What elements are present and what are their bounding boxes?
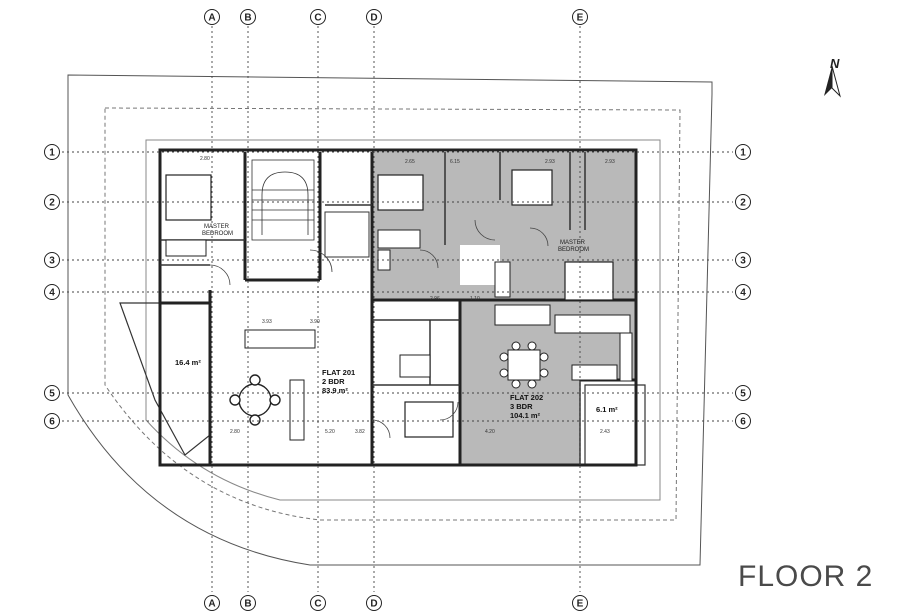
dimension-label: 2.80: [200, 156, 210, 162]
grid-label-C-top: C: [314, 13, 321, 24]
grid-bubble-4-left: [44, 284, 60, 300]
grid-label-A-bottom: A: [208, 599, 215, 610]
grid-bubble-2-left: [44, 194, 60, 210]
dimension-label: 2.65: [405, 159, 415, 165]
grid-bubble-6-right: [735, 413, 751, 429]
elevator: [324, 211, 370, 258]
grid-label-1-left: 1: [49, 148, 55, 159]
grid-label-B-top: B: [244, 13, 251, 24]
grid-label-E-bottom: E: [577, 599, 584, 610]
grid-bubble-1-right: [735, 144, 751, 160]
flat-202-bdr: 3 BDR: [510, 402, 533, 411]
grid-label-3-left: 3: [49, 256, 55, 267]
dimension-label: 2.43: [600, 429, 610, 435]
grid-bubble-B-top: [240, 9, 256, 25]
grid-label-4-left: 4: [49, 288, 55, 299]
grid-bubble-6-left: [44, 413, 60, 429]
grid-bubble-B-bottom: [240, 595, 256, 611]
flat-202-name: FLAT 202: [510, 393, 543, 402]
flat-201-bdr: 2 BDR: [322, 377, 345, 386]
staircase: [251, 159, 315, 241]
grid-bubble-1-left: [44, 144, 60, 160]
dimension-label: 6.15: [450, 159, 460, 165]
building-walls: [158, 148, 638, 467]
flat-201-area: 83.9 m²: [322, 386, 348, 395]
dimension-label: 3.82: [355, 429, 365, 435]
dining-table-right: [499, 341, 549, 389]
grid-label-E-top: E: [577, 13, 584, 24]
grid-bubble-A-bottom: [204, 595, 220, 611]
label-master-left-2: BEDROOM: [202, 231, 233, 237]
label-master-right-2: BEDROOM: [558, 247, 589, 253]
site-boundary: [67, 74, 713, 566]
terrace-left-area: 16.4 m²: [175, 358, 201, 367]
grid-label-3-right: 3: [740, 256, 746, 267]
grid-bubble-D-top: [366, 9, 382, 25]
room-labels: MASTER BEDROOM MASTER BEDROOM: [202, 224, 589, 253]
grid-bubble-3-right: [735, 252, 751, 268]
page-title: FLOOR 2: [738, 560, 874, 593]
grid-bubble-5-left: [44, 385, 60, 401]
grid-bubble-A-top: [204, 9, 220, 25]
terrace-right-area: 6.1 m²: [596, 405, 618, 414]
grid-label-B-bottom: B: [244, 599, 251, 610]
grid-label-C-bottom: C: [314, 599, 321, 610]
grid-bubble-C-top: [310, 9, 326, 25]
dimension-label: 2.93: [605, 159, 615, 165]
grid-label-6-left: 6: [49, 417, 55, 428]
beds: [165, 169, 614, 438]
grid-bubble-E-bottom: [572, 595, 588, 611]
grid-bubble-2-right: [735, 194, 751, 210]
grid-bubble-D-bottom: [366, 595, 382, 611]
furniture: [165, 229, 633, 441]
grid-lines: A A B B C C D D E E 1 1 2 2 3 3 4 4 5 5 6 6: [44, 9, 751, 611]
flat-201-name: FLAT 201: [322, 368, 355, 377]
north-arrow-icon: [812, 54, 852, 104]
door-swings: [209, 219, 549, 439]
grid-label-2-left: 2: [49, 198, 55, 209]
slab-outline: [145, 139, 661, 501]
dimension-label: 2.96: [430, 296, 440, 302]
dimension-label: 2.93: [545, 159, 555, 165]
grid-label-2-right: 2: [740, 198, 746, 209]
grid-label-D-top: D: [370, 13, 377, 24]
north-label: N: [830, 56, 840, 71]
grid-bubble-4-right: [735, 284, 751, 300]
dimension-label: 5.20: [325, 429, 335, 435]
grid-bubble-5-right: [735, 385, 751, 401]
label-master-left-1: MASTER: [204, 224, 230, 230]
dimension-label: 1.10: [470, 296, 480, 302]
dimension-label: 4.20: [485, 429, 495, 435]
dimension-label: 3.90: [310, 319, 320, 325]
grid-label-A-top: A: [208, 13, 215, 24]
grid-bubble-3-left: [44, 252, 60, 268]
area-labels: 16.4 m² 6.1 m² FLAT 201 2 BDR 83.9 m² FL…: [175, 358, 618, 420]
dimension-label: 3.93: [262, 319, 272, 325]
grid-label-1-right: 1: [740, 148, 746, 159]
grid-label-4-right: 4: [740, 288, 746, 299]
label-master-right-1: MASTER: [560, 240, 586, 246]
flat-202-area: 104.1 m²: [510, 411, 541, 420]
dimension-labels: 3.93 3.90 2.65 2.93 6.15 2.93 2.80 5.20 4.20 2.43…: [200, 156, 615, 435]
dimension-label: 2.80: [230, 429, 240, 435]
grid-label-5-left: 5: [49, 389, 55, 400]
grid-label-D-bottom: D: [370, 599, 377, 610]
grid-bubble-C-bottom: [310, 595, 326, 611]
grid-label-5-right: 5: [740, 389, 746, 400]
dining-table-left: [229, 374, 281, 426]
grid-label-6-right: 6: [740, 417, 746, 428]
grid-bubble-E-top: [572, 9, 588, 25]
